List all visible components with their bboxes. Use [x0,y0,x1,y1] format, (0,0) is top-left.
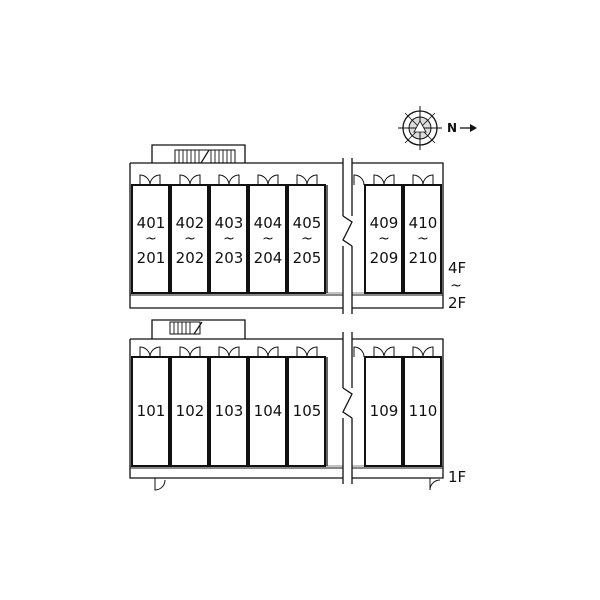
unit-label-bottom: 204 [254,249,283,267]
lower-unit-labels: 101 102 103 104 105 109 110 [137,402,438,420]
unit-label-bottom: 203 [215,249,244,267]
staircase-icon [169,321,203,335]
compass-icon [398,106,442,150]
unit-label-bottom: 209 [370,249,399,267]
unit-label: 110 [409,402,438,420]
unit-label-sep: ~ [378,231,390,247]
unit-label-top: 401 [137,214,166,232]
floor-range-bottom: 2F [448,294,466,312]
unit-label-bottom: 202 [176,249,205,267]
unit-label: 104 [254,402,283,420]
lower-block: 101 102 103 104 105 109 110 1F [129,319,466,491]
unit-label: 102 [176,402,205,420]
unit-label-sep: ~ [184,231,196,247]
unit-label: 103 [215,402,244,420]
unit-label-top: 402 [176,214,205,232]
upper-block: 401 ~ 201 402 ~ 202 403 ~ 203 404 ~ 204 … [129,144,466,314]
floor-label: 1F [448,468,466,486]
unit-label-top: 409 [370,214,399,232]
unit-label-sep: ~ [417,231,429,247]
unit-label: 105 [293,402,322,420]
unit-label-sep: ~ [262,231,274,247]
unit-label-sep: ~ [145,231,157,247]
unit-label: 101 [137,402,166,420]
upper-unit-labels: 401 ~ 201 402 ~ 202 403 ~ 203 404 ~ 204 … [137,214,438,267]
door-icons [139,346,441,491]
unit-label-sep: ~ [223,231,235,247]
unit-label-top: 403 [215,214,244,232]
unit-label-top: 404 [254,214,283,232]
unit-label-top: 410 [409,214,438,232]
unit-label-bottom: 201 [137,249,166,267]
compass-north-letter: N [447,121,457,135]
unit-label-sep: ~ [301,231,313,247]
unit-label: 109 [370,402,399,420]
staircase-icon [174,149,236,164]
floor-range-top: 4F [448,259,466,277]
unit-label-bottom: 205 [293,249,322,267]
unit-label-top: 405 [293,214,322,232]
compass-arrow-icon [460,124,477,132]
door-icons [139,174,434,186]
floor-range-sep: ~ [450,278,462,294]
unit-label-bottom: 210 [409,249,438,267]
